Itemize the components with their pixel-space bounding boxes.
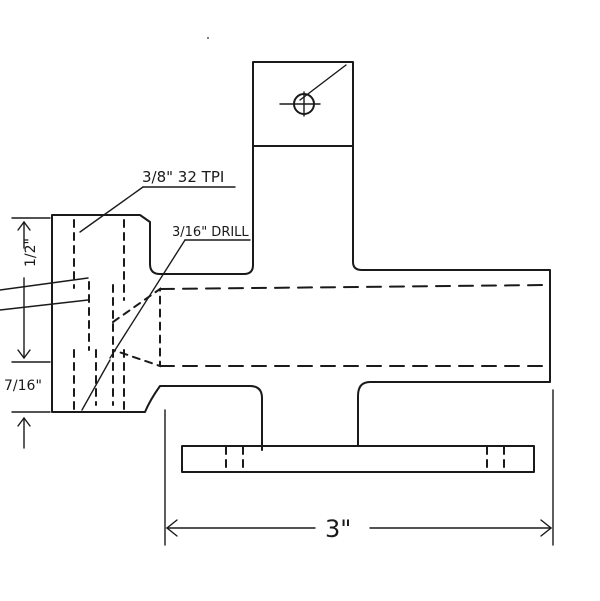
thread-callout: 3/8" 32 TPI — [142, 168, 224, 186]
dim-seven-sixteenths-label: 7/16" — [4, 378, 42, 394]
thread-hidden-lines — [73, 219, 97, 411]
base-plate — [181, 445, 535, 473]
left-dimensions — [11, 217, 51, 449]
bore-hidden-lines — [112, 219, 549, 411]
dim-width-label: 3" — [325, 515, 351, 543]
dim-half-label: 1/2" — [23, 238, 39, 267]
drill-callout: 3/16" DRILL — [172, 225, 249, 240]
leader-lines — [0, 186, 251, 411]
paper-speck — [207, 37, 209, 39]
width-dimension — [164, 389, 554, 546]
main-body-outline — [51, 145, 551, 451]
top-lug — [252, 61, 354, 147]
lug-hole-icon — [293, 91, 315, 117]
